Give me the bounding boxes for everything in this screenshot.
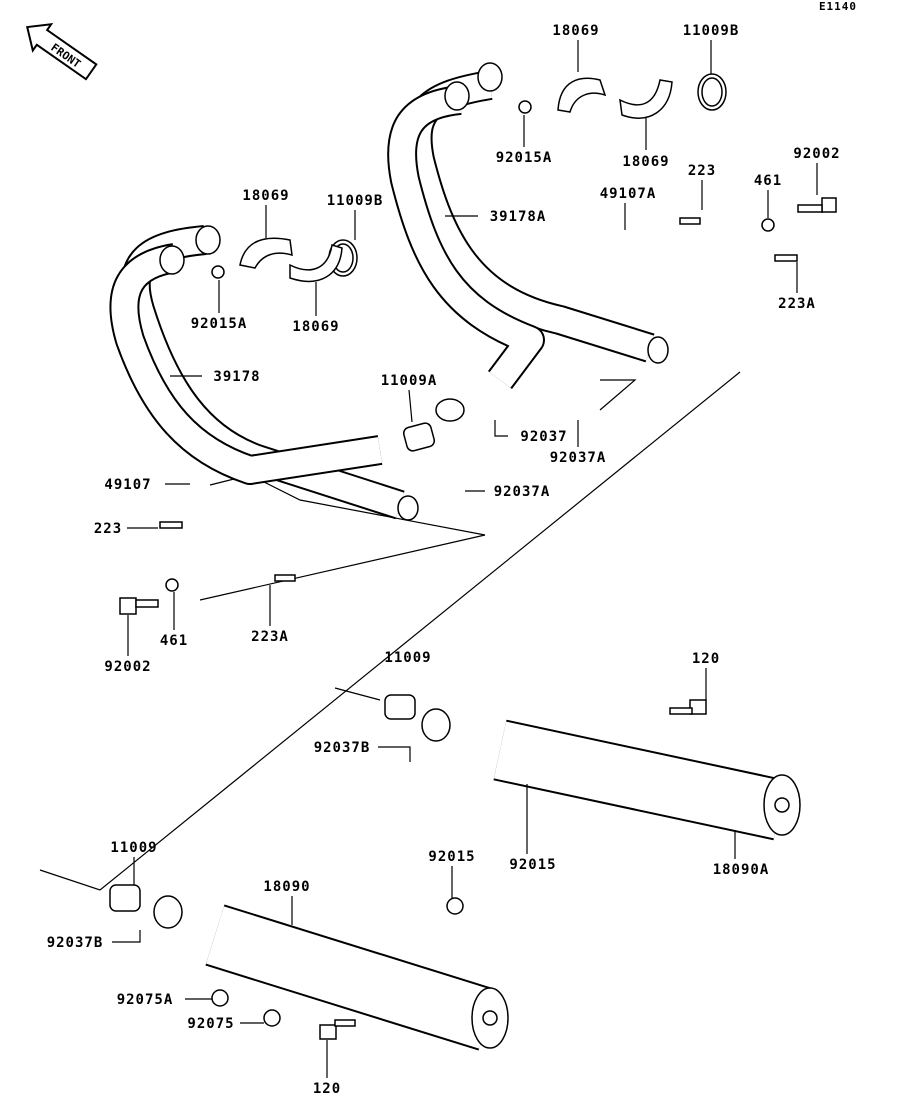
part-label[interactable]: 92015A	[191, 316, 248, 332]
part-label[interactable]: 11009B	[683, 23, 740, 39]
part-label[interactable]: 11009	[384, 650, 431, 666]
part-label[interactable]: 92015A	[496, 150, 553, 166]
part-label[interactable]: 120	[692, 651, 720, 667]
part-label[interactable]: 92037A	[550, 450, 607, 466]
part-label[interactable]: 461	[160, 633, 188, 649]
part-label[interactable]: 223	[688, 163, 716, 179]
part-label[interactable]: 49107A	[600, 186, 657, 202]
part-label[interactable]: 11009	[110, 840, 157, 856]
part-label[interactable]: 92015	[428, 849, 475, 865]
part-label[interactable]: 223	[94, 521, 122, 537]
part-label[interactable]: 11009A	[381, 373, 438, 389]
part-label[interactable]: 18069	[622, 154, 669, 170]
part-label[interactable]: 223A	[251, 629, 289, 645]
front-arrow-icon: FRONT	[26, 23, 98, 81]
part-label[interactable]: 92037A	[494, 484, 551, 500]
diagram-code: E1140	[819, 0, 857, 13]
part-label[interactable]: 461	[754, 173, 782, 189]
part-label[interactable]: 92037B	[47, 935, 104, 951]
small-parts	[109, 73, 837, 1040]
part-label[interactable]: 120	[313, 1081, 341, 1097]
part-label[interactable]: 92037B	[314, 740, 371, 756]
reference-lines	[39, 371, 741, 891]
part-label[interactable]: 18090	[263, 879, 310, 895]
part-label[interactable]: 92075	[187, 1016, 234, 1032]
part-label[interactable]: 18069	[552, 23, 599, 39]
part-label[interactable]: 92075A	[117, 992, 174, 1008]
part-label[interactable]: 92002	[793, 146, 840, 162]
part-label[interactable]: 92037	[520, 429, 567, 445]
part-label[interactable]: 223A	[778, 296, 816, 312]
part-label[interactable]: 49107	[104, 477, 151, 493]
leader-lines	[112, 40, 818, 1078]
part-label[interactable]: 39178	[213, 369, 260, 385]
muffler-18090A	[493, 719, 801, 841]
part-label[interactable]: 11009B	[327, 193, 384, 209]
exhaust-pipe-39178A	[387, 62, 669, 389]
muffler-18090	[205, 904, 509, 1051]
part-label[interactable]: 18069	[292, 319, 339, 335]
part-labels: 18069 11009B 92015A 18069 223 92002 461 …	[47, 23, 840, 1097]
part-label[interactable]: 18069	[242, 188, 289, 204]
part-label[interactable]: 18090A	[713, 862, 770, 878]
exhaust-pipe-39178	[109, 225, 419, 521]
part-label[interactable]: 39178A	[490, 209, 547, 225]
part-label[interactable]: 92015	[509, 857, 556, 873]
part-label[interactable]: 92002	[104, 659, 151, 675]
